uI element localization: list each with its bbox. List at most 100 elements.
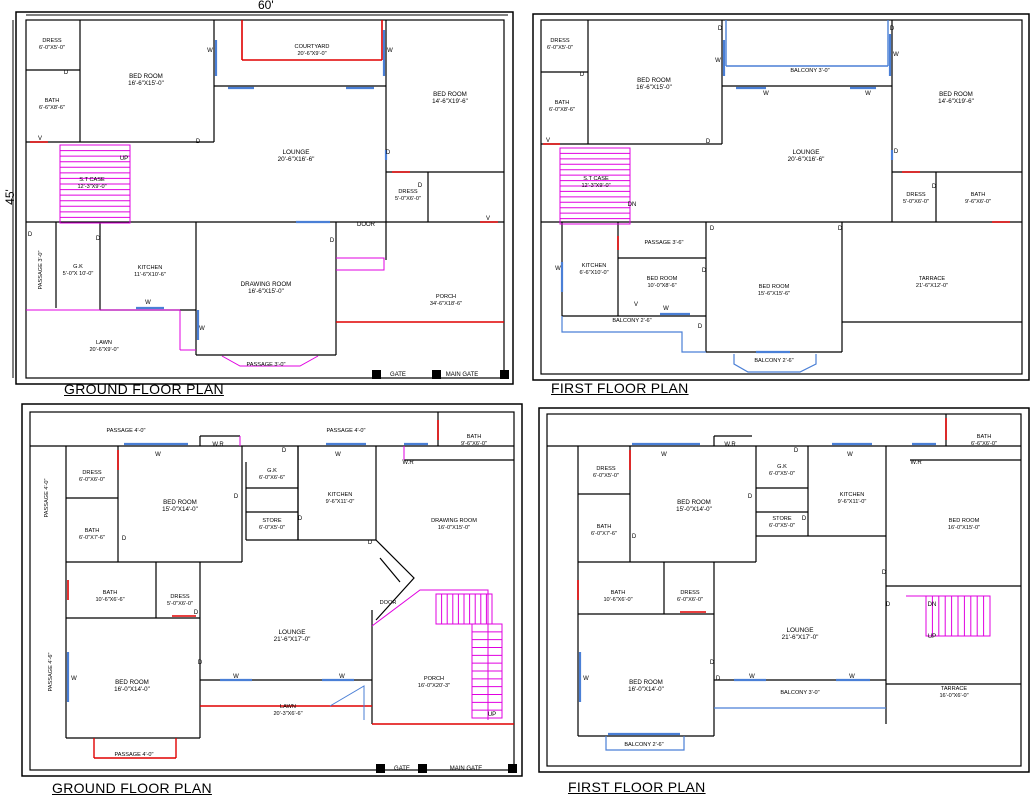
room-name: PASSAGE 3'-0"	[246, 362, 285, 368]
marker-door: DOOR	[357, 222, 376, 228]
room-name: DRESS	[680, 590, 700, 596]
room-name: BALCONY 2'-6"	[624, 742, 663, 748]
marker-d: D	[706, 139, 711, 145]
room-size: 5'-0"X6'-0"	[395, 196, 421, 202]
room-name: DRAWING ROOM	[431, 518, 477, 524]
marker-wr: W.R	[212, 442, 224, 448]
marker-d: D	[802, 516, 807, 522]
marker-door: DOOR	[380, 600, 397, 606]
room-size: 5'-0"X 10'-0"	[63, 271, 94, 277]
marker-d: D	[890, 26, 895, 32]
room-name: COURTYARD	[295, 44, 330, 50]
room-name: PASSAGE 4'-0"	[326, 428, 365, 434]
gate-post	[500, 370, 509, 379]
marker-d: D	[64, 70, 69, 76]
room-name: BATH	[555, 100, 570, 106]
room-size: 21'-6"X17'-0"	[274, 636, 311, 643]
marker-d: D	[282, 448, 287, 454]
marker-up: UP	[488, 712, 496, 718]
marker-window: W	[335, 452, 341, 458]
room-name: PASSAGE 4'-0"	[44, 478, 50, 517]
gate-post	[372, 370, 381, 379]
room-name: PASSAGE 4'-6"	[48, 652, 54, 691]
wall	[546, 413, 1022, 767]
room-name: PORCH	[436, 294, 456, 300]
marker-window: W	[583, 676, 589, 682]
room-name: BED ROOM	[629, 679, 663, 686]
wall	[538, 407, 1030, 773]
room-size: 16'-0"X14'-0"	[628, 686, 664, 693]
room-size: 16'-0"X14'-0"	[114, 686, 150, 693]
marker-window: W	[207, 48, 213, 54]
door-angle	[379, 557, 401, 583]
room-name: PASSAGE 4'-0"	[106, 428, 145, 434]
room-size: 6'-0"X6'-0"	[79, 477, 105, 483]
room-size: 6'-0"X6'-6"	[259, 475, 285, 481]
marker-d: D	[718, 26, 723, 32]
marker-d: D	[882, 570, 887, 576]
room-size: 11'-6"X10'-6"	[134, 272, 166, 278]
balcony-rail	[561, 316, 706, 353]
room-name: BED ROOM	[129, 73, 163, 80]
marker-main_gate: MAIN GATE	[450, 766, 483, 772]
room-name: DRESS	[550, 38, 570, 44]
room-name: BATH	[971, 192, 986, 198]
room-name: S.T CASE	[79, 177, 105, 183]
marker-d: D	[194, 610, 199, 616]
wall	[21, 403, 523, 777]
marker-window: W	[155, 452, 161, 458]
marker-d: D	[932, 184, 937, 190]
room-name: S.T CASE	[583, 176, 609, 182]
marker-d: D	[298, 516, 303, 522]
angled-wall	[375, 539, 415, 621]
room-size: 20'-3"X6'-6"	[273, 711, 302, 717]
room-size: 6'-0"X5'-0"	[259, 525, 285, 531]
room-name: LAWN	[280, 704, 296, 710]
room-name: BATH	[611, 590, 626, 596]
room-size: 21'-6"X17'-0"	[782, 634, 819, 641]
room-name: STORE	[772, 516, 791, 522]
room-size: 16'-0"X20'-3"	[418, 683, 450, 689]
marker-d: D	[838, 226, 843, 232]
wall	[25, 19, 505, 379]
room-size: 10'-6"X6'-0"	[603, 597, 632, 603]
entrance-steps	[336, 257, 385, 271]
passage-outline	[221, 355, 319, 367]
marker-window: W	[199, 326, 205, 332]
wall-lines	[12, 11, 1030, 777]
room-size: 6'-0"X5'-0"	[769, 523, 795, 529]
marker-window: W	[893, 52, 899, 58]
room-name: G.K	[73, 264, 83, 270]
room-size: 9'-6"X6'-0"	[461, 441, 487, 447]
room-size: 6'-0"X5'-0"	[769, 471, 795, 477]
marker-d: D	[794, 448, 799, 454]
marker-window: W	[145, 300, 151, 306]
room-size: 20'-6"X16'-6"	[278, 156, 315, 163]
room-size: 20'-6"X9'-0"	[89, 347, 118, 353]
room-size: 21'-6"X12'-0"	[916, 283, 948, 289]
title-bottom-ground: GROUND FLOOR PLAN	[52, 780, 212, 796]
room-name: BATH	[597, 524, 612, 530]
room-name: BED ROOM	[759, 284, 790, 290]
room-size: 10'-0"X8'-6"	[647, 283, 676, 289]
marker-d: D	[632, 534, 637, 540]
marker-window: W	[715, 58, 721, 64]
room-name: BALCONY 3'-0"	[790, 68, 829, 74]
marker-window: W	[387, 48, 393, 54]
marker-window: W	[233, 674, 239, 680]
room-size: 6'-6"X6'-0"	[971, 441, 997, 447]
room-name: BED ROOM	[433, 91, 467, 98]
marker-window: W	[847, 452, 853, 458]
room-name: BED ROOM	[939, 91, 973, 98]
room-size: 15'-0"X14'-0"	[676, 506, 712, 513]
room-size: 20'-6"X9'-0"	[297, 51, 326, 57]
marker-d: D	[580, 72, 585, 78]
marker-window: W	[749, 674, 755, 680]
room-name: PASSAGE 3'-6"	[644, 240, 683, 246]
room-name: PASSAGE 4'-0"	[114, 752, 153, 758]
marker-v: V	[38, 136, 42, 142]
room-size: 10'-6"X6'-6"	[95, 597, 124, 603]
marker-d: D	[196, 139, 201, 145]
